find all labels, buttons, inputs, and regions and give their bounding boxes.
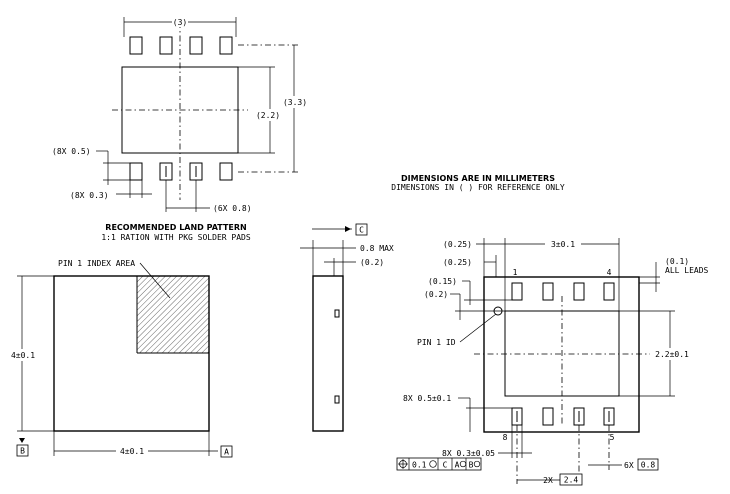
all-leads-label: ALL LEADS bbox=[665, 266, 709, 275]
bottom-view: 1 4 8 5 (0.25) (0.25) 3±0.1 (0.1) ALL LE… bbox=[396, 238, 709, 486]
fcf-datum-a: A bbox=[455, 461, 460, 470]
top-dim-height: 4±0.1 bbox=[11, 351, 35, 360]
bottom-dim-width: 3±0.1 bbox=[551, 240, 575, 249]
top-view: PIN 1 INDEX AREA 4±0.1 B 4±0.1 A bbox=[8, 259, 233, 458]
datum-a-label: A bbox=[224, 448, 229, 457]
rfs-symbol-icon bbox=[473, 460, 481, 468]
bottom-dim-lead-length: 8X 0.5±0.1 bbox=[403, 394, 451, 403]
fcf-tolerance: 0.1 bbox=[412, 461, 427, 470]
bottom-dim-015: (0.15) bbox=[428, 277, 457, 286]
land-dim-height: (3.3) bbox=[283, 98, 307, 107]
bottom-dim-01: (0.1) bbox=[665, 257, 689, 266]
datum-c-label: C bbox=[359, 226, 364, 235]
lead bbox=[542, 407, 554, 426]
pin1-id-label: PIN 1 ID bbox=[417, 338, 456, 347]
package-bottom-outline bbox=[483, 276, 640, 433]
pitch-value: 0.8 bbox=[641, 461, 656, 470]
notes-subtitle: DIMENSIONS IN ( ) FOR REFERENCE ONLY bbox=[391, 183, 565, 192]
side-dim-ref: (0.2) bbox=[360, 258, 384, 267]
lead bbox=[603, 282, 615, 301]
land-dim-pad-width: (8X 0.3) bbox=[70, 191, 109, 200]
land-dim-pitch: (6X 0.8) bbox=[213, 204, 252, 213]
datum-c-box bbox=[355, 223, 368, 236]
land-pad bbox=[219, 162, 233, 181]
land-pattern-subtitle: 1:1 RATION WITH PKG SOLDER PADS bbox=[101, 233, 250, 242]
datum-b-label: B bbox=[20, 447, 25, 456]
lead bbox=[542, 282, 554, 301]
pin-8-label: 8 bbox=[503, 433, 508, 442]
land-pad bbox=[159, 36, 173, 55]
land-dim-pad-length: (8X 0.5) bbox=[52, 147, 91, 156]
land-pad bbox=[129, 162, 143, 181]
pin-1-label: 1 bbox=[513, 268, 518, 277]
pin-4-label: 4 bbox=[607, 268, 612, 277]
pin1-index-area bbox=[137, 276, 209, 353]
span-count-label: 2X bbox=[543, 476, 553, 485]
mmc-symbol-icon bbox=[429, 460, 437, 468]
bottom-dim-height: 2.2±0.1 bbox=[655, 350, 689, 359]
bottom-dim-025-a: (0.25) bbox=[443, 240, 472, 249]
notes-title: DIMENSIONS ARE IN MILLIMETERS bbox=[401, 174, 555, 183]
pin1-area-label: PIN 1 INDEX AREA bbox=[58, 259, 135, 268]
land-pad bbox=[129, 36, 143, 55]
land-dim-width: (3) bbox=[173, 18, 187, 27]
bottom-dim-025-b: (0.25) bbox=[443, 258, 472, 267]
land-pattern-view: (3) (3.3) (2.2) (8X 0.5) (8X 0.3) (6X 0.… bbox=[52, 16, 310, 242]
land-pattern-title: RECOMMENDED LAND PATTERN bbox=[105, 223, 246, 232]
pin-5-label: 5 bbox=[610, 433, 615, 442]
package-side-outline bbox=[312, 275, 344, 432]
bottom-dim-02: (0.2) bbox=[424, 290, 448, 299]
lead bbox=[511, 282, 523, 301]
datum-b-box bbox=[16, 444, 29, 457]
pitch-box bbox=[637, 458, 659, 471]
land-dim-center: (2.2) bbox=[256, 111, 280, 120]
land-pad bbox=[189, 36, 203, 55]
bottom-dim-lead-width: 8X 0.3±0.05 bbox=[442, 449, 495, 458]
pitch-count-label: 6X bbox=[624, 461, 634, 470]
feature-control-frame: 0.1 C A B bbox=[396, 457, 482, 471]
rfs-symbol-icon bbox=[459, 460, 467, 468]
top-dim-width: 4±0.1 bbox=[120, 447, 144, 456]
side-view: C 0.8 MAX (0.2) bbox=[300, 223, 394, 432]
datum-a-box bbox=[220, 445, 233, 458]
land-pad bbox=[219, 36, 233, 55]
span-box bbox=[559, 473, 583, 486]
fcf-datum-b: B bbox=[469, 461, 474, 470]
lead bbox=[573, 282, 585, 301]
fcf-datum-c: C bbox=[443, 461, 448, 470]
side-dim-max: 0.8 MAX bbox=[360, 244, 394, 253]
span-value: 2.4 bbox=[564, 476, 579, 485]
